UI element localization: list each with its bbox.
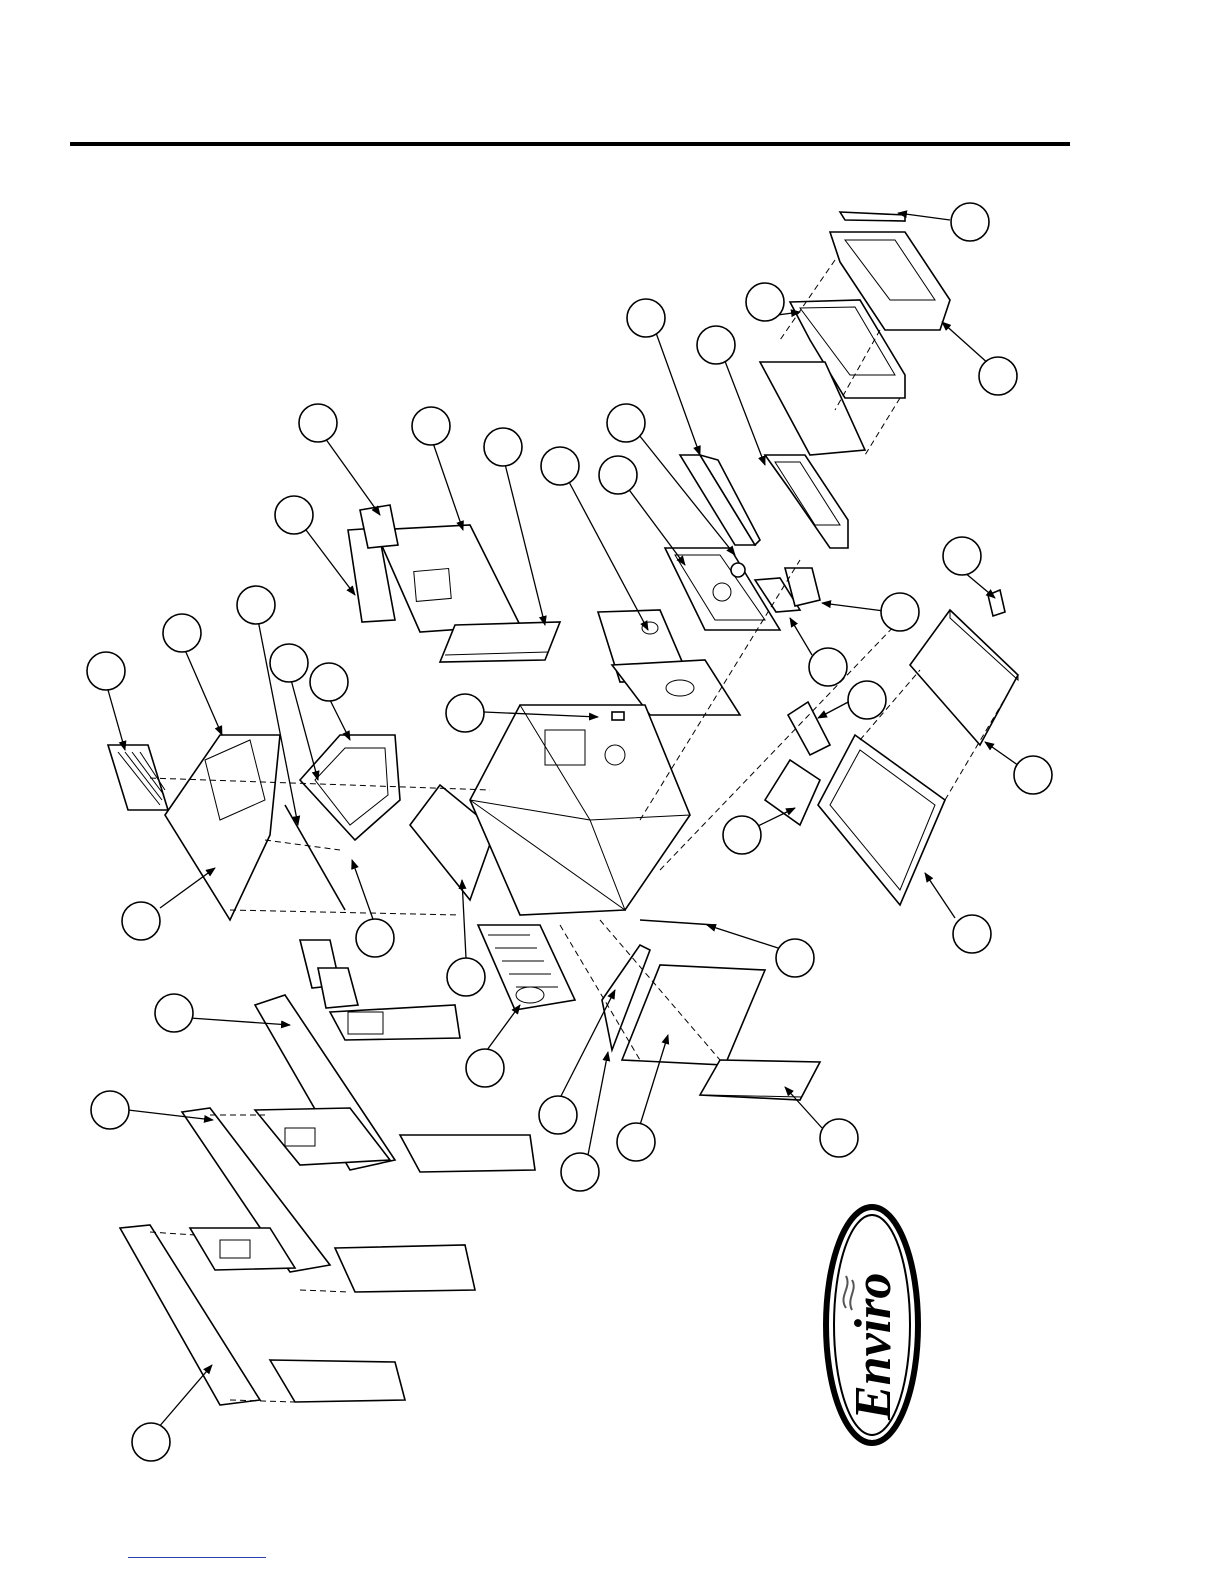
callout-circle — [607, 404, 645, 442]
callout-circle — [155, 994, 193, 1032]
callout-circle — [723, 816, 761, 854]
callout-circle — [87, 652, 125, 690]
part-firebrick-long-2 — [765, 455, 848, 548]
callout-circle — [299, 404, 337, 442]
callout-circle — [412, 407, 450, 445]
callout-circle — [122, 902, 160, 940]
enviro-logo: Enviro — [826, 1207, 918, 1443]
callout-circle — [275, 496, 313, 534]
part-door-glass-assembly — [300, 735, 400, 840]
part-grille-top — [440, 622, 560, 662]
callout-circle — [599, 456, 637, 494]
callout-circle — [541, 447, 579, 485]
callout-circle — [848, 681, 886, 719]
callout-circle — [356, 919, 394, 957]
callout-circle — [91, 1091, 129, 1129]
part-fan-grille — [108, 745, 168, 810]
callout-circle — [1014, 756, 1052, 794]
callout-circle — [447, 958, 485, 996]
callout-circle — [237, 586, 275, 624]
footer-link-underline[interactable] — [128, 1557, 266, 1558]
callout-circle — [697, 326, 735, 364]
callout-circle — [561, 1153, 599, 1191]
part-grille-bottom — [700, 1060, 820, 1100]
callout-circle — [163, 614, 201, 652]
part-right-rod — [640, 920, 715, 925]
callout-circle — [627, 299, 665, 337]
part-lower-grille — [478, 925, 575, 1010]
callout-circle — [951, 203, 989, 241]
part-small-clip — [612, 712, 624, 720]
callout-circle — [953, 915, 991, 953]
callout-circle — [132, 1423, 170, 1461]
callout-circle — [776, 939, 814, 977]
callout-circle — [820, 1119, 858, 1157]
callout-circle — [943, 537, 981, 575]
callout-circle — [979, 357, 1017, 395]
callout-circle — [539, 1096, 577, 1134]
part-side-panel-right — [622, 965, 765, 1065]
callout-circle — [617, 1123, 655, 1161]
callout-circle — [446, 694, 484, 732]
callout-circle — [270, 644, 308, 682]
callout-circle — [484, 428, 522, 466]
callout-circle — [809, 648, 847, 686]
part-hopper-lid — [910, 610, 1018, 745]
part-firebrick-long-1 — [680, 455, 760, 545]
callout-circle — [746, 283, 784, 321]
part-firebox-body — [470, 705, 690, 915]
logo-wordmark: Enviro — [845, 1273, 902, 1421]
callout-circle — [310, 663, 348, 701]
part-gasket-strip — [285, 805, 345, 910]
part-hopper — [818, 735, 945, 905]
callout-circle — [881, 593, 919, 631]
callout-circle — [466, 1049, 504, 1087]
